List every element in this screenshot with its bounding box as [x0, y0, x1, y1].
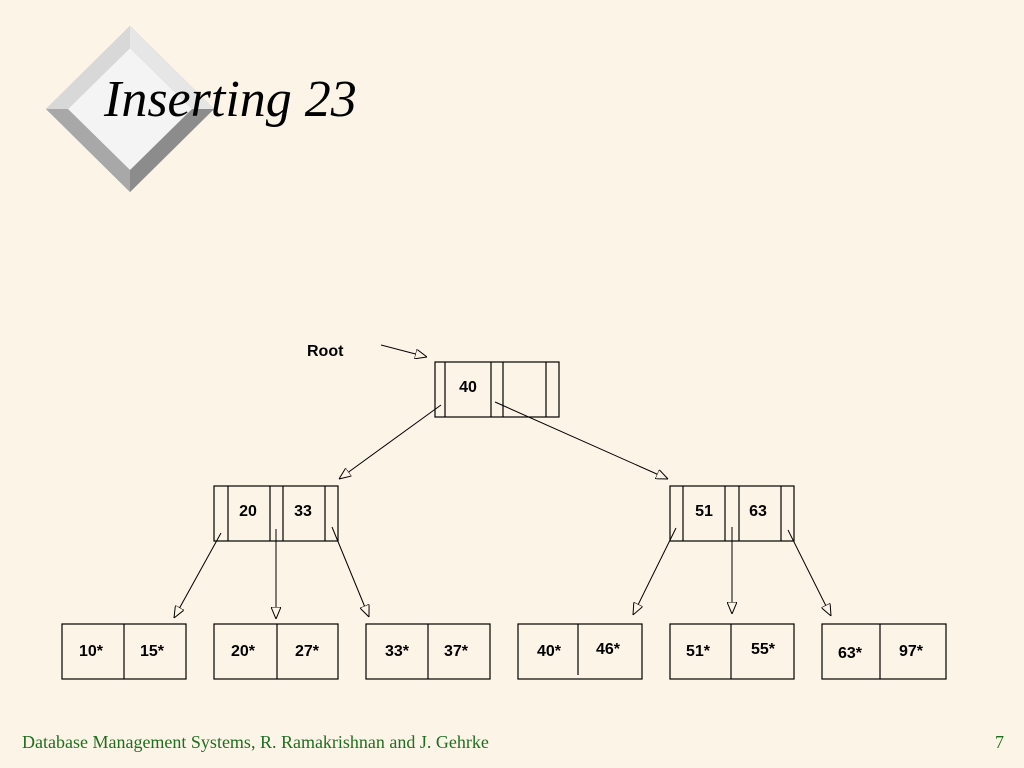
page-number: 7 — [995, 732, 1004, 752]
index-right-pointer-3 — [787, 529, 831, 616]
leaf-5-entry-1: 51* — [686, 643, 711, 660]
beveled-diamond-icon — [46, 26, 214, 192]
index-left-pointer-3 — [331, 526, 369, 617]
leaf-2-entry-1: 20* — [231, 643, 256, 660]
leaf-node-4: 40* 46* — [517, 623, 643, 680]
leaf-1-entry-1: 10* — [79, 643, 104, 660]
leaf-3-entry-2: 37* — [444, 643, 469, 660]
leaf-4-entry-1: 40* — [537, 643, 562, 660]
leaf-node-2: 20* 27* — [213, 623, 339, 680]
index-right-pointer-1 — [633, 527, 677, 615]
leaf-6-entry-2: 97* — [899, 643, 924, 660]
index-left-key-1: 20 — [239, 503, 257, 520]
root-right-pointer — [494, 401, 668, 479]
leaf-3-entry-1: 33* — [385, 643, 410, 660]
root-node: 40 — [434, 361, 560, 418]
index-right-key-1: 51 — [695, 503, 713, 520]
root-key-1: 40 — [459, 379, 477, 396]
slide-footer: Database Management Systems, R. Ramakris… — [22, 732, 489, 752]
leaf-6-entry-1: 63* — [838, 645, 863, 662]
index-left-pointer-1 — [174, 532, 222, 618]
leaf-4-entry-2: 46* — [596, 641, 621, 658]
leaf-node-1: 10* 15* — [61, 623, 187, 680]
index-right-key-2: 63 — [749, 503, 767, 520]
slide-title: Inserting 23 — [104, 71, 357, 128]
index-left-key-2: 33 — [294, 503, 312, 520]
root-left-pointer — [339, 404, 442, 479]
leaf-5-entry-2: 55* — [751, 641, 776, 658]
leaf-2-entry-2: 27* — [295, 643, 320, 660]
leaf-node-6: 63* 97* — [821, 623, 947, 680]
root-label: Root — [307, 343, 344, 360]
leaf-node-3: 33* 37* — [365, 623, 491, 680]
root-pointer-arrow — [380, 344, 427, 357]
leaf-1-entry-2: 15* — [140, 643, 165, 660]
index-node-left: 20 33 — [213, 485, 339, 542]
leaf-node-5: 51* 55* — [669, 623, 795, 680]
